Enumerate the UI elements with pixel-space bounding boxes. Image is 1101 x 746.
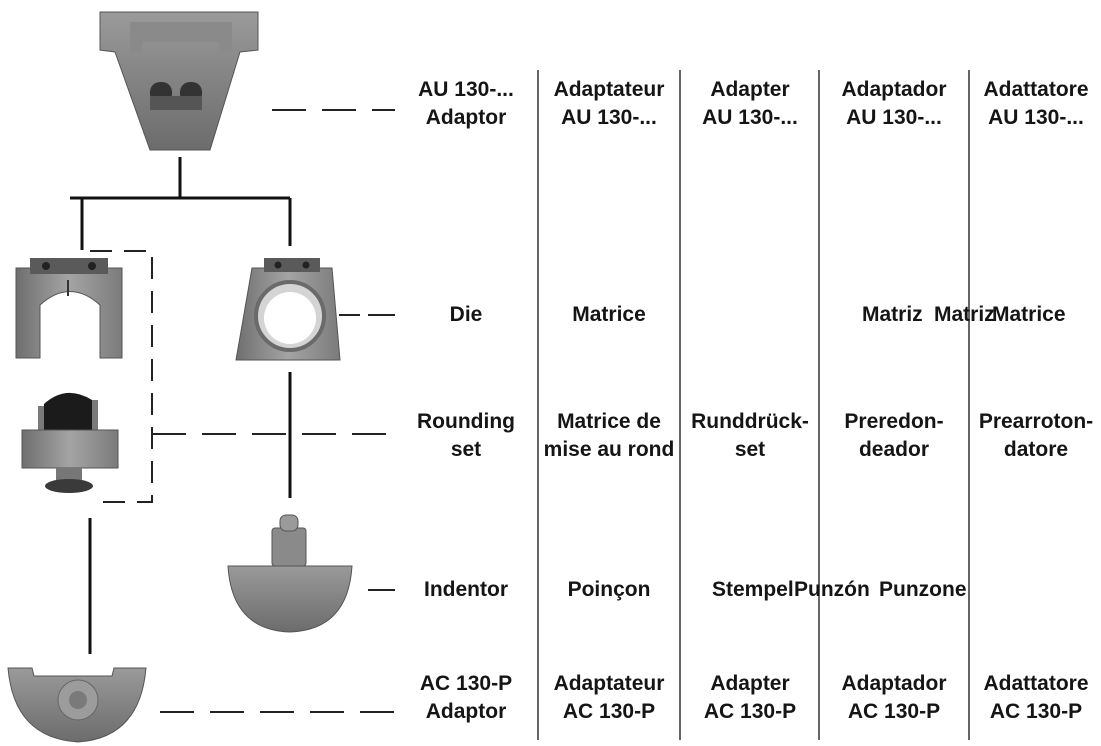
label-rounding-set-it: Prearroton-datore xyxy=(978,410,1094,461)
label-die-es: Matriz xyxy=(862,303,923,326)
au-adaptor-icon xyxy=(99,11,259,151)
label-die-es-overlap: Matriz xyxy=(934,303,995,326)
label-indentor-es: Punzón xyxy=(794,578,870,601)
die-open-icon xyxy=(15,258,123,359)
label-rounding-set-de: Runddrück-set xyxy=(691,410,809,461)
indentor-icon xyxy=(227,514,353,633)
label-indentor-it: Punzone xyxy=(879,578,967,601)
label-indentor-de: Stempel xyxy=(712,578,794,601)
rounding-set-icon xyxy=(21,392,119,493)
label-indentor-en: Indentor xyxy=(424,578,508,601)
die-ring-icon xyxy=(235,258,341,361)
tree-connectors xyxy=(70,157,292,654)
label-au-adaptor-en: AU 130-...Adaptor xyxy=(418,78,514,129)
ac-adaptor-icon xyxy=(7,667,147,743)
label-die-en: Die xyxy=(449,303,483,326)
leader-lines-solid xyxy=(339,314,395,591)
label-die-it: Matrice xyxy=(992,303,1066,326)
label-indentor-fr: Poinçon xyxy=(567,578,651,601)
leader-lines xyxy=(90,109,395,713)
label-die-fr: Matrice xyxy=(572,303,646,326)
column-dividers xyxy=(537,70,970,740)
label-rounding-set-es: Preredon-deador xyxy=(844,410,944,461)
